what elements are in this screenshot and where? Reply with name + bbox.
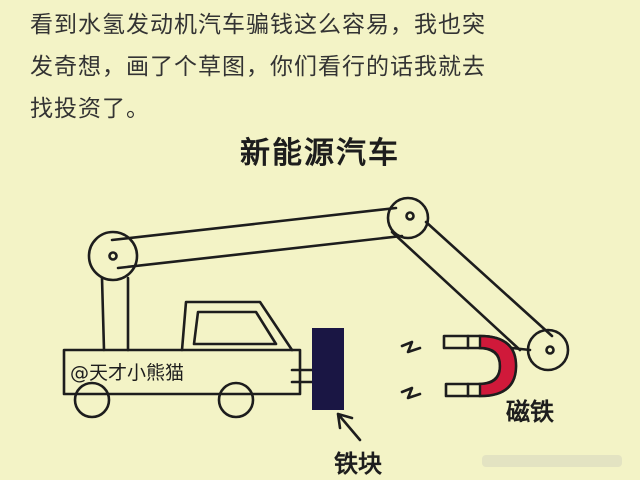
- watermark-label: @天才小熊猫: [70, 362, 185, 384]
- iron-arrow: [336, 412, 362, 442]
- iron-block: [312, 328, 344, 410]
- crane-arm-upper: [110, 206, 404, 270]
- rear-wheel: [73, 381, 111, 419]
- right-pivot: [526, 328, 570, 372]
- iron-block-label: 铁块: [334, 450, 382, 478]
- caption-text: 看到水氢发动机汽车骗钱这么容易，我也突 发奇想，画了个草图，你们看行的话我就去 …: [30, 4, 622, 130]
- motion-mark-upper: [400, 340, 422, 354]
- caption-line-1: 看到水氢发动机汽车骗钱这么容易，我也突: [30, 12, 486, 38]
- magnet-label: 磁铁: [506, 398, 554, 426]
- top-pivot: [386, 196, 430, 240]
- top-pivot-center: [405, 211, 415, 221]
- truck-window: [192, 310, 278, 346]
- left-pivot-center: [108, 251, 118, 261]
- truck-cab: [180, 300, 294, 352]
- right-pivot-center: [545, 345, 555, 355]
- truck-body: [62, 348, 302, 396]
- magnet-connector: [510, 346, 532, 352]
- drawing-title: 新能源汽车: [240, 136, 400, 171]
- caption-line-3: 找投资了。: [30, 96, 150, 122]
- motion-mark-lower: [400, 386, 422, 400]
- magnet-red-section: [478, 334, 518, 398]
- front-wheel: [217, 381, 255, 419]
- truck-bumper: [290, 368, 314, 384]
- left-pivot: [87, 230, 139, 282]
- crane-arm-lower: [390, 220, 554, 352]
- caption-line-2: 发奇想，画了个草图，你们看行的话我就去: [30, 54, 486, 80]
- crane-post: [100, 276, 130, 352]
- blurred-watermark: [482, 455, 622, 467]
